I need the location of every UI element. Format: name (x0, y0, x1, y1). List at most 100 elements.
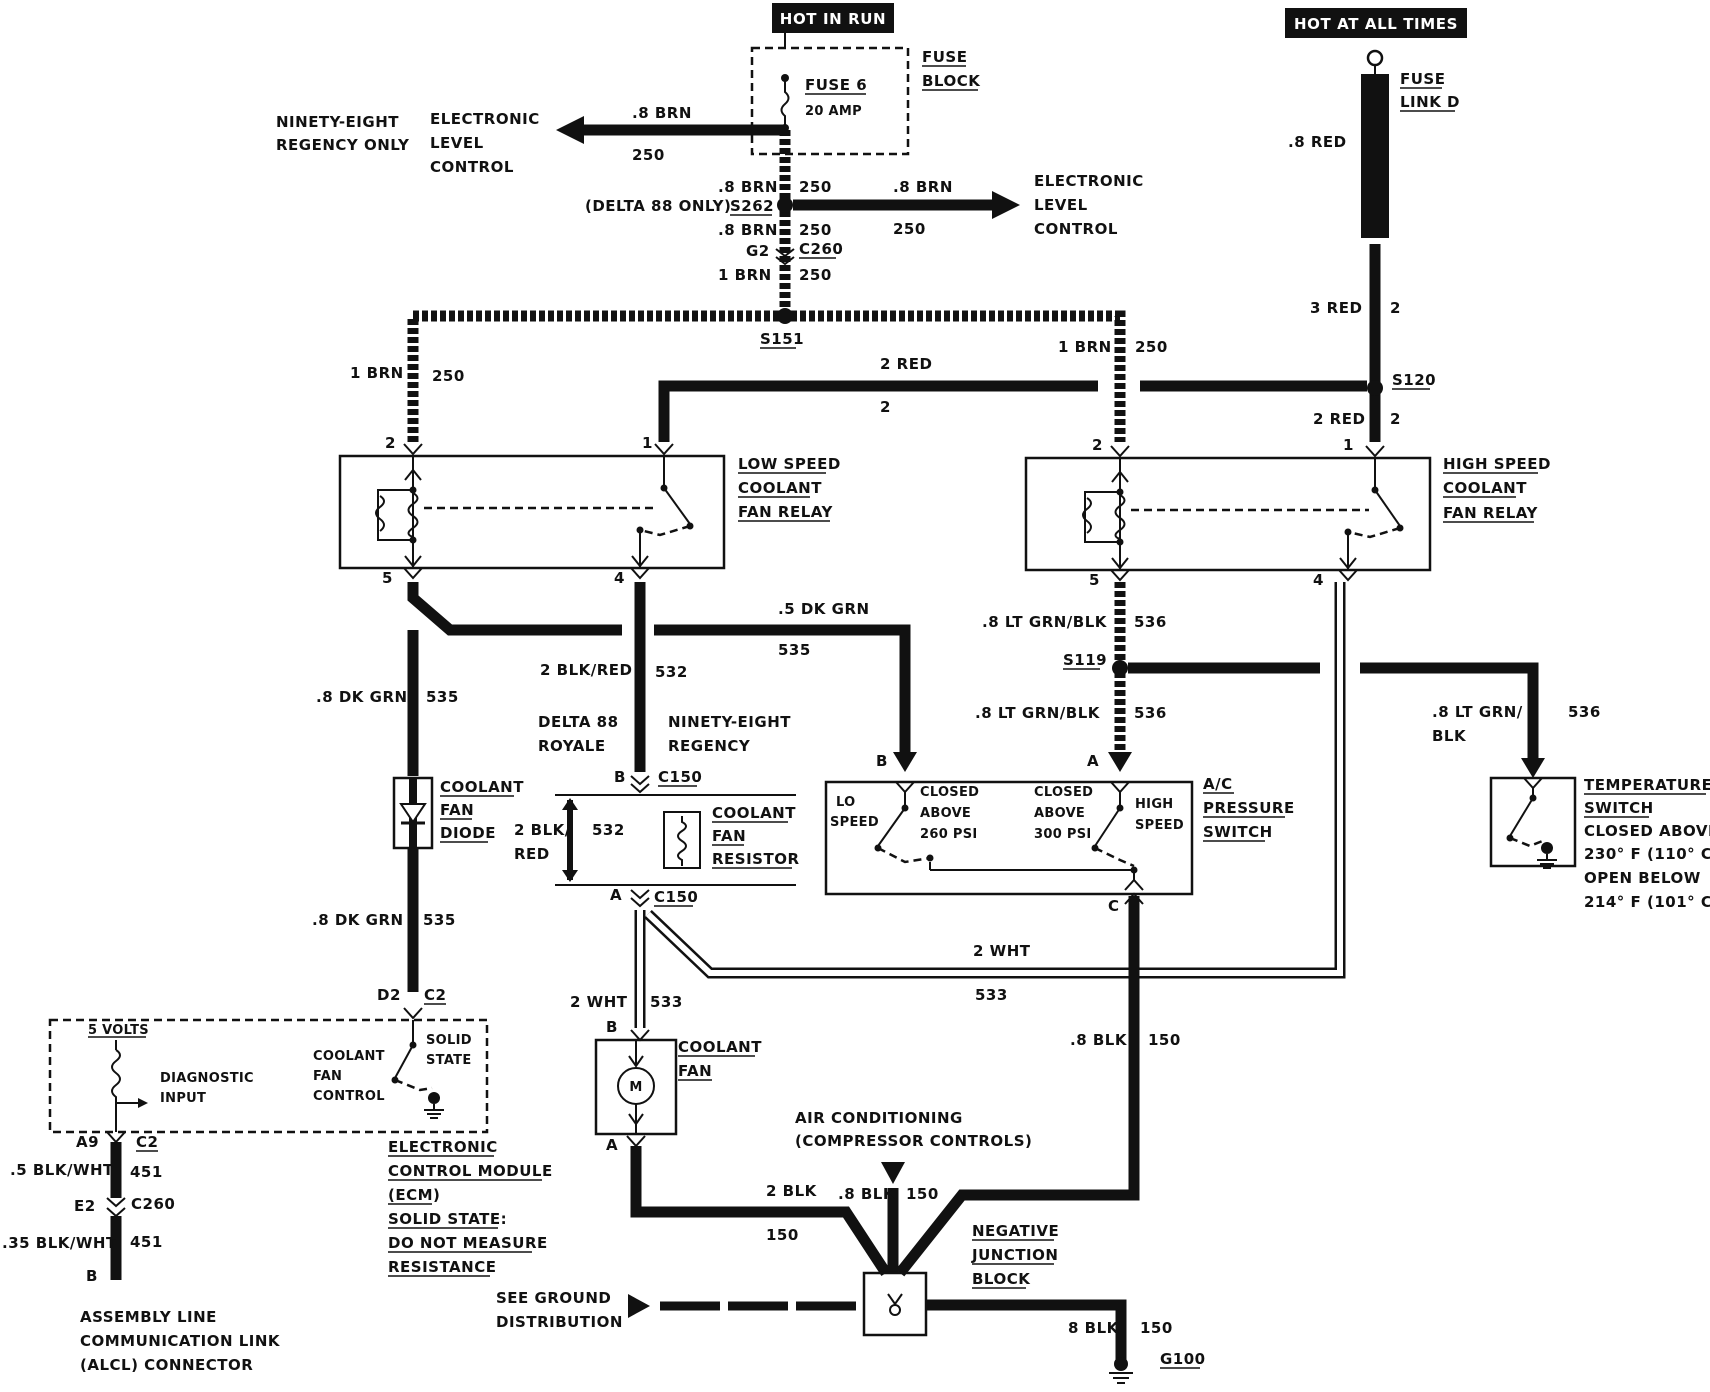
ecm-solid-label: SOLID (426, 1033, 472, 1048)
ecm-d2: D2 (377, 986, 401, 1004)
ac-cl3: 260 PSI (920, 827, 978, 842)
low-relay-label2: COOLANT (738, 479, 822, 497)
low-relay-pin4: 4 (614, 569, 625, 587)
fuse-name: FUSE 6 (805, 76, 867, 94)
diode-label2: FAN (440, 801, 474, 819)
temp-label3: CLOSED ABOVE (1584, 822, 1710, 840)
ac-label1: A/C (1203, 775, 1233, 793)
fan-b-connector (630, 1029, 650, 1042)
resistor-label1: COOLANT (712, 804, 796, 822)
c150-pin-a: A (610, 886, 622, 904)
wht2-label: 2 WHT (973, 942, 1031, 960)
njb-label3: BLOCK (972, 1270, 1031, 1288)
elc-left-dest3: CONTROL (430, 158, 514, 176)
low-speed-relay (338, 454, 726, 570)
ac-label3: SWITCH (1203, 823, 1273, 841)
dkgrn1-label: .8 DK GRN (316, 688, 408, 706)
ecm-e2: E2 (74, 1197, 96, 1215)
high-relay-pin5: 5 (1089, 571, 1100, 589)
ninety-eight-note: NINETY-EIGHT (276, 113, 399, 131)
temperature-switch (1489, 776, 1577, 868)
red-feed-circuit: 2 (1390, 299, 1401, 317)
elc-left-wire-label: .8 BRN (632, 104, 692, 122)
temp-label4: 230° F (110° C) (1584, 845, 1710, 863)
c150-pin-b: B (614, 768, 626, 786)
ltgrn3-label-b: BLK (1432, 727, 1467, 745)
splice-s120 (1367, 380, 1383, 396)
high-relay-switch-icon (1374, 489, 1401, 527)
brn-left-label: 1 BRN (350, 364, 404, 382)
splice-s119 (1112, 660, 1128, 676)
elc-right-circuit: 250 (893, 220, 926, 238)
g2-label: G2 (746, 242, 770, 260)
ltgrn1-label: .8 LT GRN/BLK (982, 613, 1108, 631)
high-relay-label1: HIGH SPEED (1443, 455, 1551, 473)
s262-label: S262 (730, 197, 774, 215)
ecm-module (48, 1018, 489, 1134)
brn-feed-circuit-3: 250 (799, 266, 832, 284)
ac-pin-b: B (876, 752, 888, 770)
variant-royale: ROYALE (538, 737, 606, 755)
elc-right-dest3: CONTROL (1034, 220, 1118, 238)
ac-pin-a: A (1087, 752, 1099, 770)
low-relay-pin2: 2 (385, 434, 396, 452)
ltgrn2-label: .8 LT GRN/BLK (975, 704, 1101, 722)
red-feed-label: 3 RED (1310, 299, 1362, 317)
brn-left-circuit: 250 (432, 367, 465, 385)
ac-control-label2: (COMPRESSOR CONTROLS) (795, 1132, 1032, 1150)
arrow-down-a-icon (1108, 752, 1132, 772)
high-relay-pin2-connector (1110, 445, 1130, 458)
c150-label-b: C150 (654, 888, 698, 906)
c260-label: C260 (799, 240, 843, 258)
battery-terminal-icon (1366, 49, 1384, 67)
temp-switch-icon (1509, 797, 1534, 837)
arrow-right-ground-icon (628, 1294, 650, 1318)
diode-label1: COOLANT (440, 778, 524, 796)
low-relay-pin2-connector (403, 443, 423, 456)
ltgrn2-circuit: 536 (1134, 704, 1167, 722)
fuse-link-label1: FUSE (1400, 70, 1445, 88)
blkred2-circuit: 532 (592, 821, 625, 839)
wht1-label: 2 WHT (570, 993, 628, 1011)
elc-right-dest2: LEVEL (1034, 196, 1088, 214)
fan-label1: COOLANT (678, 1038, 762, 1056)
red-low-circuit: 2 (880, 398, 891, 416)
splice-s262 (777, 197, 793, 213)
brn-feed-circuit-1: 250 (799, 178, 832, 196)
dkgrn-535-wire (407, 582, 622, 636)
regency-only-note: REGENCY ONLY (276, 136, 410, 154)
elc-left-dest2: LEVEL (430, 134, 484, 152)
high-relay-pin1: 1 (1343, 436, 1354, 454)
elc-right-wire-label: .8 BRN (893, 178, 953, 196)
wht1-circuit: 533 (650, 993, 683, 1011)
arrow-down-ac-icon (881, 1162, 905, 1184)
blk-150-ac-ground (895, 896, 1140, 1277)
fuse-link-label2: LINK D (1400, 93, 1460, 111)
blk8-circuit: 150 (906, 1185, 939, 1203)
arrow-down-temp-icon (1521, 758, 1545, 778)
low-relay-pin5: 5 (382, 569, 393, 587)
blkred-circuit: 532 (655, 663, 688, 681)
solid-state-switch-icon (394, 1044, 414, 1079)
connector-c260-icon (775, 248, 795, 258)
ecm-diag1: DIAGNOSTIC (160, 1071, 254, 1086)
low-relay-label1: LOW SPEED (738, 455, 841, 473)
lo-speed-switch-icon (877, 807, 906, 847)
fuse-block-outline (750, 46, 910, 156)
c150-a-connector (630, 889, 650, 900)
arrow-left-icon (556, 116, 584, 144)
njb-label2: JUNCTION (971, 1246, 1058, 1264)
blk150a-circuit: 150 (1148, 1031, 1181, 1049)
blk-150-to-g100 (926, 1299, 1127, 1360)
blk-gnd-label: 8 BLK (1068, 1319, 1120, 1337)
ecm-label1: ELECTRONIC (388, 1138, 498, 1156)
fan-label2: FAN (678, 1062, 712, 1080)
diode-icon (399, 803, 427, 824)
s119-label: S119 (1063, 651, 1107, 669)
ecm-label5: DO NOT MEASURE (388, 1234, 548, 1252)
coolant-fan-resistor (663, 811, 701, 869)
motor-symbol: M (629, 1080, 642, 1095)
wht-533-to-high-relay (644, 582, 1346, 979)
dkgrn1-circuit: 535 (426, 688, 459, 706)
